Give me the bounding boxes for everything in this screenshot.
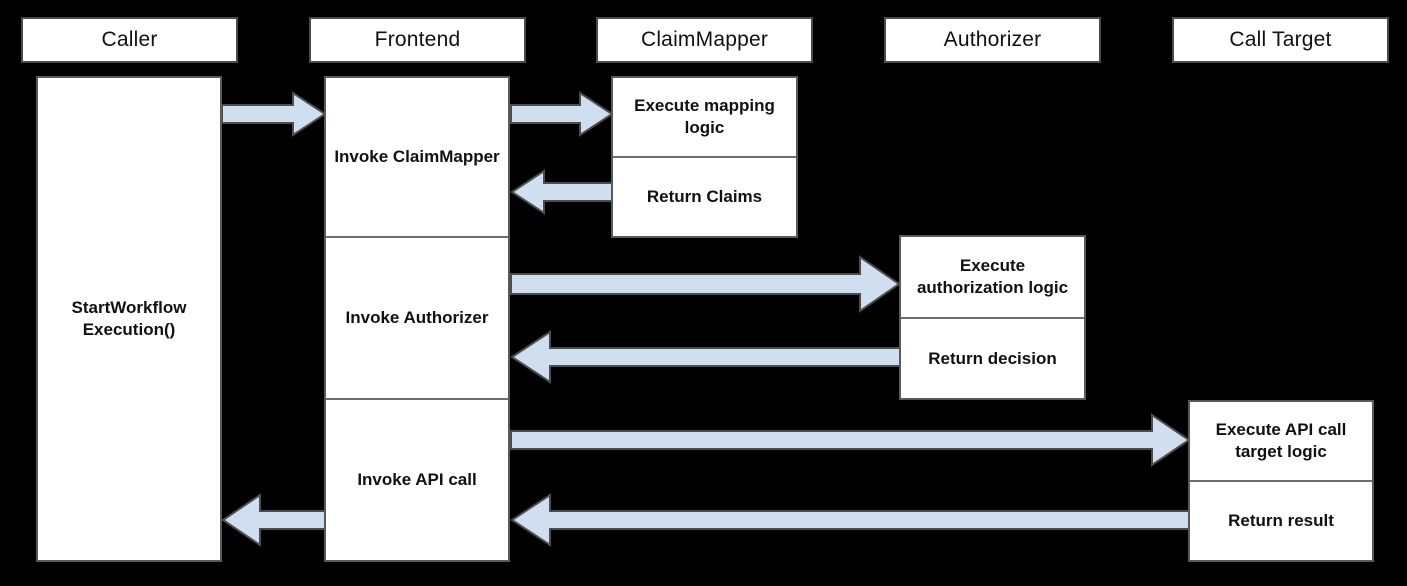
message-arrow-return-result[interactable] bbox=[510, 493, 1192, 547]
participant-header-claimmapper[interactable]: ClaimMapper bbox=[596, 17, 813, 63]
participant-header-frontend[interactable]: Frontend bbox=[309, 17, 526, 63]
activation-label-invoke-api-call: Invoke API call bbox=[357, 470, 477, 490]
participant-label-caller: Caller bbox=[101, 28, 158, 52]
activation-execute-mapping-logic[interactable]: Execute mapping logic bbox=[613, 78, 796, 158]
participant-label-calltarget: Call Target bbox=[1229, 28, 1332, 52]
activation-start-workflow-execution[interactable]: StartWorkflow Execution() bbox=[38, 78, 220, 560]
activation-invoke-claimmapper[interactable]: Invoke ClaimMapper bbox=[326, 78, 508, 238]
participant-label-frontend: Frontend bbox=[374, 28, 461, 52]
activation-invoke-authorizer[interactable]: Invoke Authorizer bbox=[326, 238, 508, 400]
activation-label-start-workflow-execution: StartWorkflow Execution() bbox=[71, 298, 187, 339]
activation-label-return-result: Return result bbox=[1228, 511, 1334, 531]
activation-label-invoke-claimmapper: Invoke ClaimMapper bbox=[334, 147, 500, 167]
lifeline-calltarget: Execute API call target logic Return res… bbox=[1188, 400, 1374, 562]
activation-label-invoke-authorizer: Invoke Authorizer bbox=[345, 308, 489, 328]
lifeline-claimmapper: Execute mapping logic Return Claims bbox=[611, 76, 798, 238]
activation-return-claims[interactable]: Return Claims bbox=[613, 158, 796, 236]
message-arrow-start-workflow-execution[interactable] bbox=[221, 91, 327, 137]
activation-return-result[interactable]: Return result bbox=[1190, 482, 1372, 560]
activation-execute-api-call-target-logic[interactable]: Execute API call target logic bbox=[1190, 402, 1372, 482]
message-arrow-return-claims[interactable] bbox=[510, 169, 614, 215]
message-arrow-invoke-claimmapper[interactable] bbox=[510, 91, 614, 137]
message-arrow-return-decision[interactable] bbox=[510, 330, 902, 384]
lifeline-caller: StartWorkflow Execution() bbox=[36, 76, 222, 562]
message-arrow-invoke-authorizer[interactable] bbox=[510, 255, 901, 313]
activation-label-return-decision: Return decision bbox=[928, 348, 1057, 368]
participant-header-calltarget[interactable]: Call Target bbox=[1172, 17, 1389, 63]
message-arrow-invoke-api-call[interactable] bbox=[510, 413, 1191, 467]
activation-invoke-api-call[interactable]: Invoke API call bbox=[326, 400, 508, 560]
activation-label-execute-authorization-logic: Execute authorization logic bbox=[916, 256, 1069, 297]
activation-return-decision[interactable]: Return decision bbox=[901, 319, 1084, 398]
activation-execute-authorization-logic[interactable]: Execute authorization logic bbox=[901, 237, 1084, 319]
lifeline-frontend: Invoke ClaimMapper Invoke Authorizer Inv… bbox=[324, 76, 510, 562]
participant-label-authorizer: Authorizer bbox=[943, 28, 1042, 52]
participant-label-claimmapper: ClaimMapper bbox=[640, 28, 769, 52]
lifeline-authorizer: Execute authorization logic Return decis… bbox=[899, 235, 1086, 400]
activation-label-execute-mapping-logic: Execute mapping logic bbox=[634, 96, 775, 137]
participant-header-authorizer[interactable]: Authorizer bbox=[884, 17, 1101, 63]
activation-label-return-claims: Return Claims bbox=[646, 187, 763, 207]
message-arrow-return-to-caller[interactable] bbox=[221, 493, 327, 547]
activation-label-execute-api-call-target-logic: Execute API call target logic bbox=[1215, 420, 1347, 461]
participant-header-caller[interactable]: Caller bbox=[21, 17, 238, 63]
